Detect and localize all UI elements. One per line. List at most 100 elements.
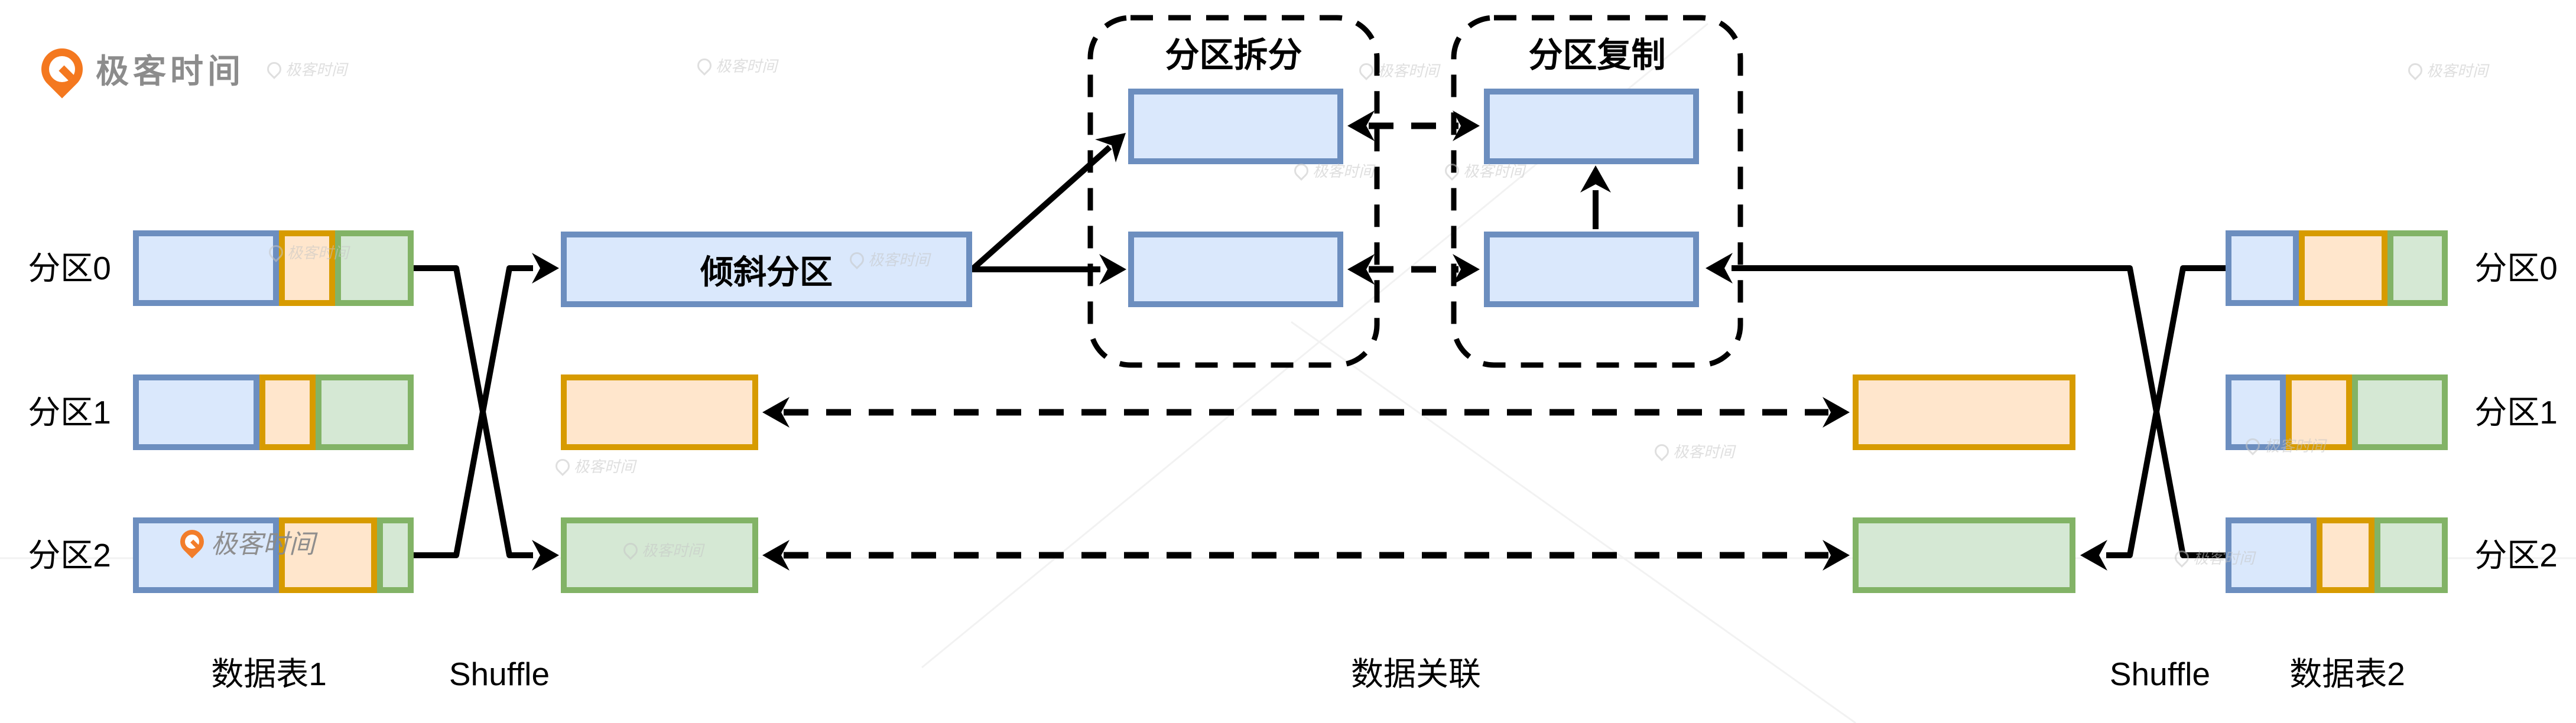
arrowhead xyxy=(1706,253,1733,284)
watermark-text: 极客时间 xyxy=(2193,549,2255,567)
split-top-box xyxy=(1128,89,1343,164)
arrowhead xyxy=(762,540,790,571)
skewed-partition-box: 倾斜分区 xyxy=(561,232,972,307)
partition-segment-green xyxy=(335,230,414,306)
watermark: 极客时间 xyxy=(1442,159,1525,181)
watermark: 极客时间 xyxy=(266,241,349,263)
partition-split-group-title: 分区拆分 xyxy=(1165,36,1302,74)
watermark: 极客时间 xyxy=(694,54,778,76)
geektime-logo: 极客时间 xyxy=(33,40,245,98)
join-caption: 数据关联 xyxy=(1350,656,1481,692)
right-orange-partition-box xyxy=(1853,374,2075,450)
geektime-pin-icon xyxy=(694,55,714,76)
skewed-partition-label: 倾斜分区 xyxy=(700,253,833,291)
shuffle-right-line-b xyxy=(2106,265,2226,558)
partition-segment-blue xyxy=(133,517,279,593)
left-partition1-bar xyxy=(133,374,414,450)
watermark: 极客时间 xyxy=(2172,546,2255,568)
watermark: 极客时间 xyxy=(621,539,703,561)
arrowhead xyxy=(1823,540,1850,571)
copy-bottom-box xyxy=(1484,232,1699,307)
arrowhead xyxy=(1453,254,1480,285)
watermark-text: 极客时间 xyxy=(1313,162,1375,180)
partition-segment-green xyxy=(2387,230,2448,306)
watermark: 极客时间 xyxy=(264,58,347,80)
faint-diagonal-line xyxy=(1291,321,1856,723)
right-partition1-bar xyxy=(2226,374,2448,450)
watermark-text: 极客时间 xyxy=(1463,162,1525,180)
watermark-text: 极客时间 xyxy=(211,530,315,559)
left-table-caption: 数据表1 xyxy=(211,656,327,692)
geektime-pin-icon xyxy=(553,455,573,476)
geektime-pin-icon xyxy=(266,242,286,262)
geektime-pin-icon xyxy=(1652,441,1672,461)
right-table-caption: 数据表2 xyxy=(2289,656,2405,692)
partition-split-group-border xyxy=(1087,15,1380,368)
watermark: 极客时间 xyxy=(2243,434,2326,456)
right-shuffle-caption: Shuffle xyxy=(2109,656,2211,692)
arrowhead xyxy=(532,253,559,284)
left-partition2-bar xyxy=(133,517,414,593)
partition-segment-blue xyxy=(2226,517,2317,593)
left-partition0-bar xyxy=(133,230,414,306)
left-shuffle-caption: Shuffle xyxy=(449,656,550,692)
left-partition0-label: 分区0 xyxy=(28,250,111,286)
partition-segment-orange xyxy=(279,517,378,593)
left-orange-partition-box xyxy=(561,374,758,450)
split-bottom-box xyxy=(1128,232,1343,307)
arrowhead xyxy=(1095,133,1126,162)
right-partition0-bar xyxy=(2226,230,2448,306)
left-green-partition-box xyxy=(561,517,758,593)
arrowhead xyxy=(1347,110,1375,141)
geektime-pin-icon xyxy=(264,58,284,79)
watermark-text: 极客时间 xyxy=(2426,62,2489,80)
watermark: 极客时间 xyxy=(847,248,930,270)
shuffle-left-line-b xyxy=(414,265,533,558)
watermark-text: 极客时间 xyxy=(2264,437,2326,455)
partition-segment-blue xyxy=(133,230,279,306)
watermark-text: 极客时间 xyxy=(868,251,930,269)
geektime-pin-icon xyxy=(2172,547,2192,568)
copy-top-box xyxy=(1484,89,1699,164)
left-partition1-label: 分区1 xyxy=(28,394,111,431)
watermark-text: 极客时间 xyxy=(1378,62,1440,80)
watermark-text: 极客时间 xyxy=(285,61,347,79)
right-partition1-label: 分区1 xyxy=(2474,394,2558,431)
partition-segment-orange xyxy=(2317,517,2374,593)
partition-segment-orange xyxy=(259,374,316,450)
arrowhead xyxy=(1453,110,1480,141)
arrowhead xyxy=(532,540,559,571)
geektime-pin-icon xyxy=(621,539,641,560)
watermark-text: 极客时间 xyxy=(1673,443,1735,461)
geektime-pin-icon xyxy=(1291,160,1311,181)
watermark-logo: 极客时间 xyxy=(175,523,315,561)
partition-segment-green xyxy=(2374,517,2448,593)
watermark: 极客时间 xyxy=(553,455,635,477)
arrowhead xyxy=(1347,254,1375,285)
partition-segment-green xyxy=(2352,374,2448,450)
skew-to-split-top-line xyxy=(970,145,1112,272)
partition-segment-blue xyxy=(2226,230,2299,306)
watermark: 极客时间 xyxy=(1652,440,1735,462)
right-green-partition-box xyxy=(1853,517,2075,593)
arrowhead xyxy=(762,397,790,428)
watermark-text: 极客时间 xyxy=(716,57,778,75)
right-partition2-bar xyxy=(2226,517,2448,593)
partition-segment-green xyxy=(315,374,414,450)
watermark-text: 极客时间 xyxy=(287,244,349,262)
arrowhead xyxy=(1823,397,1850,428)
geektime-pin-icon xyxy=(1442,160,1462,181)
geektime-pin-icon xyxy=(2405,60,2425,80)
geektime-pin-icon xyxy=(2243,435,2263,455)
geektime-pin-icon xyxy=(847,249,867,269)
geektime-pin-icon xyxy=(33,40,92,98)
partition-segment-green xyxy=(377,517,414,593)
partition-segment-orange xyxy=(2299,230,2388,306)
arrowhead xyxy=(1580,165,1611,193)
geektime-pin-icon xyxy=(175,525,209,559)
watermark: 极客时间 xyxy=(2405,59,2489,81)
partition-copy-group-title: 分区复制 xyxy=(1528,36,1666,74)
partition-copy-group-border xyxy=(1451,15,1743,368)
